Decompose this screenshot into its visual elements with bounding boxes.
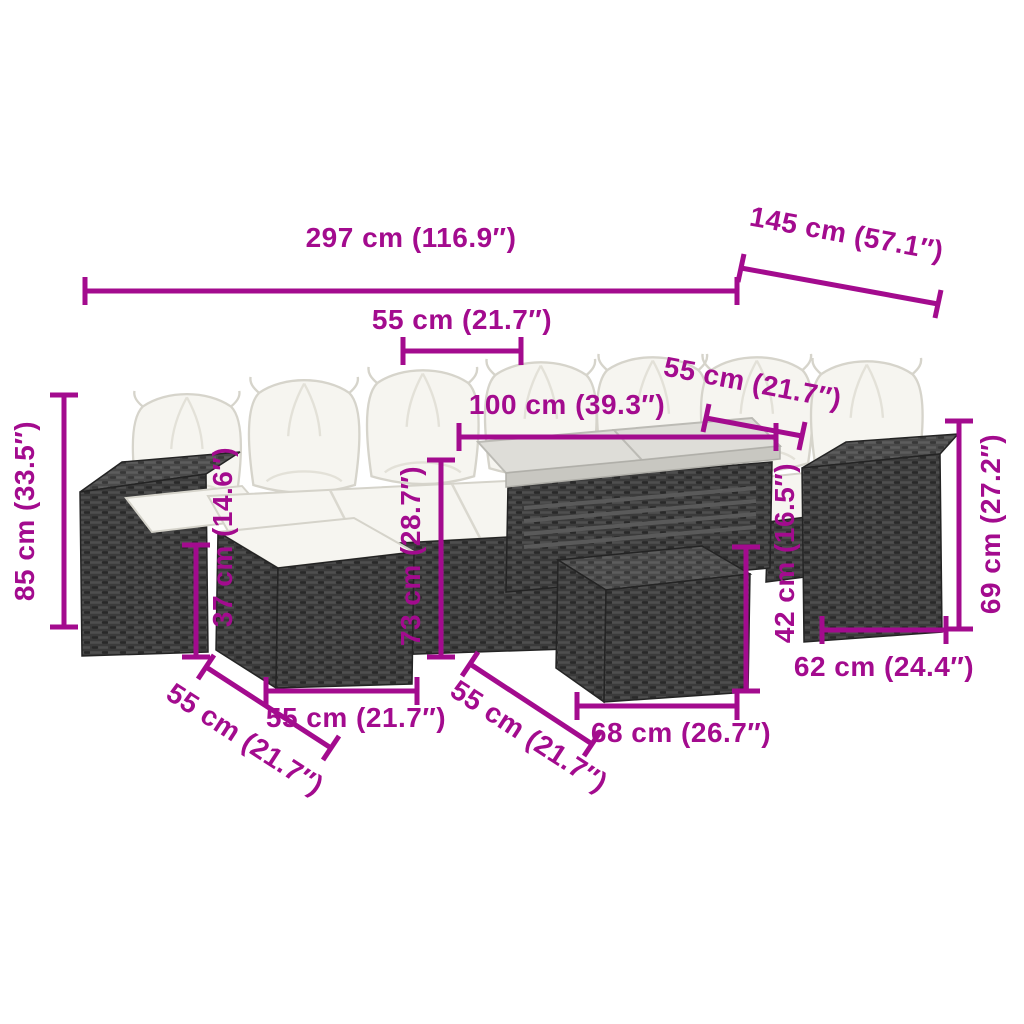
end-cap <box>581 730 603 758</box>
ottoman-front <box>603 573 751 703</box>
dim-footstool-width-label: 55 cm (21.7″) <box>266 702 446 733</box>
dim-seat-height-label: 37 cm (14.6″) <box>207 447 238 627</box>
end-cap <box>932 289 944 319</box>
footstool <box>214 516 418 690</box>
dimension-line <box>204 664 333 751</box>
end-cap <box>195 653 217 681</box>
dim-table-length-label: 100 cm (39.3″) <box>469 389 665 420</box>
footstool-front <box>275 551 415 689</box>
right-armrest <box>801 433 960 643</box>
dim-armrest-height: 69 cm (27.2″) <box>945 418 1006 632</box>
dim-table-width-label: 68 cm (26.7″) <box>591 717 771 748</box>
dim-overall-width-label: 297 cm (116.9″) <box>306 222 517 253</box>
dimension-line <box>468 661 594 747</box>
dim-ottoman-depth-label: 55 cm (21.7″) <box>445 674 613 798</box>
dim-overall-width: 297 cm (116.9″) <box>82 222 740 305</box>
back-cushion-2 <box>247 375 361 494</box>
dim-table-width: 68 cm (26.7″) <box>574 692 771 748</box>
table-top-edge <box>505 445 781 488</box>
dim-ottoman-height: 42 cm (16.5″) <box>732 463 800 694</box>
table-shelf-slats <box>523 486 757 549</box>
dim-ottoman-height-label: 42 cm (16.5″) <box>769 463 800 643</box>
dim-overall-depth-label: 145 cm (57.1″) <box>747 201 946 267</box>
dim-armrest-height-label: 69 cm (27.2″) <box>975 434 1006 614</box>
dim-overall-depth: 145 cm (57.1″) <box>735 201 946 319</box>
end-cap <box>796 421 808 451</box>
dim-footstool-width: 55 cm (21.7″) <box>263 677 446 733</box>
dim-table-height-label: 73 cm (28.7″) <box>395 466 426 646</box>
end-cap <box>700 403 712 433</box>
dim-overall-height: 85 cm (33.5″) <box>9 392 78 630</box>
end-cap <box>320 734 342 762</box>
dim-footstool-depth-label: 55 cm (21.7″) <box>161 677 329 801</box>
dim-table-length: 100 cm (39.3″) <box>456 389 779 451</box>
furniture-illustration <box>79 352 960 704</box>
dim-armrest-width-label: 62 cm (24.4″) <box>794 651 974 682</box>
right-armrest-front <box>801 453 943 643</box>
dim-seat-height: 37 cm (14.6″) <box>182 447 238 660</box>
dim-table-height: 73 cm (28.7″) <box>395 457 455 660</box>
end-cap <box>459 650 481 678</box>
dimension-line <box>740 265 939 307</box>
dim-seat-width: 55 cm (21.7″) <box>372 304 552 365</box>
dim-seat-width-label: 55 cm (21.7″) <box>372 304 552 335</box>
end-cap <box>735 253 747 283</box>
ottoman <box>555 545 753 704</box>
dimension-line <box>705 415 803 439</box>
dim-overall-height-label: 85 cm (33.5″) <box>9 421 40 601</box>
dim-armrest-width: 62 cm (24.4″) <box>794 616 974 682</box>
